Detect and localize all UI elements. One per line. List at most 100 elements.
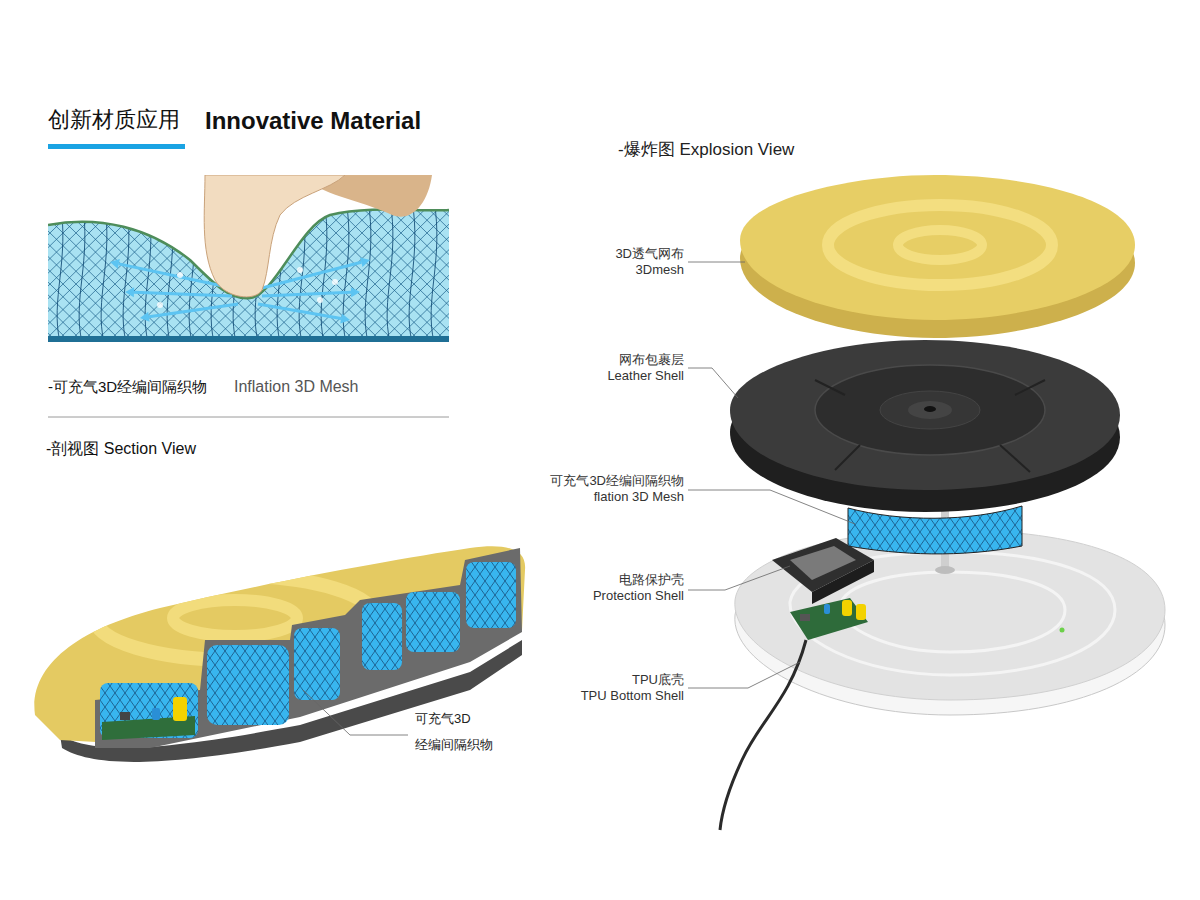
mesh-net-line bbox=[446, 175, 449, 342]
section-cushion bbox=[120, 712, 130, 720]
subsection-heading: -剖视图 Section View bbox=[46, 439, 196, 459]
part-label: 可充气3D经编间隔织物 bbox=[550, 473, 684, 489]
mesh-illustration bbox=[204, 175, 345, 297]
section-cushion bbox=[294, 628, 340, 700]
mesh-net-line bbox=[48, 175, 122, 342]
circuit-board bbox=[842, 600, 852, 616]
part-label: 可充气3D 经编间隔织物 bbox=[415, 706, 525, 758]
circuit-board bbox=[790, 598, 868, 640]
circuit-board bbox=[790, 598, 868, 640]
mesh-net-line bbox=[387, 200, 393, 342]
top-3d-mesh bbox=[828, 205, 1052, 285]
mesh-illustration bbox=[48, 175, 449, 342]
tpu-bottom-shell bbox=[1060, 628, 1065, 633]
mesh-net-line bbox=[57, 200, 63, 342]
leather-shell bbox=[730, 340, 1120, 490]
mesh-net-line bbox=[48, 175, 148, 342]
circuit-board bbox=[824, 604, 830, 614]
leather-shell bbox=[1000, 445, 1030, 472]
power-cable bbox=[720, 640, 806, 830]
airflow-arrow bbox=[360, 257, 370, 267]
mesh-net-line bbox=[186, 175, 356, 342]
mesh-net-line bbox=[48, 175, 148, 342]
leader-line bbox=[688, 662, 800, 688]
mesh-net-line bbox=[365, 200, 371, 342]
subsection-heading: Inflation 3D Mesh bbox=[234, 377, 359, 397]
part-label: 3D透气网布 bbox=[615, 246, 684, 262]
tpu-bottom-shell bbox=[840, 572, 1065, 652]
leather-shell bbox=[815, 365, 1045, 455]
leader-line bbox=[688, 566, 790, 590]
leather-shell bbox=[908, 401, 952, 419]
part-label: Leather Shell bbox=[607, 368, 684, 384]
mesh-net-line bbox=[277, 175, 447, 342]
part-label: 电路保护壳 bbox=[619, 572, 684, 588]
airflow-arrow bbox=[125, 287, 134, 297]
top-3d-mesh bbox=[740, 175, 1135, 338]
page-title: 创新材质应用 bbox=[48, 106, 180, 134]
part-label: 3Dmesh bbox=[636, 262, 684, 278]
air-bubble bbox=[202, 259, 208, 265]
section-cushion bbox=[406, 592, 460, 652]
leather-shell bbox=[730, 340, 1120, 554]
leather-shell bbox=[815, 380, 845, 395]
mesh-net-line bbox=[48, 175, 109, 342]
airflow-arrow bbox=[262, 262, 361, 288]
mesh-net-line bbox=[48, 175, 70, 342]
section-cushion bbox=[362, 603, 402, 670]
part-label: 网布包裹层 bbox=[619, 352, 684, 368]
mesh-net-line bbox=[290, 175, 449, 342]
mesh-net-line bbox=[431, 200, 437, 342]
mesh-net-line bbox=[277, 175, 447, 342]
air-bubble bbox=[297, 267, 303, 273]
top-3d-mesh bbox=[898, 230, 982, 260]
section-cushion bbox=[34, 546, 525, 762]
mesh-net-line bbox=[48, 175, 161, 342]
mesh-net-line bbox=[409, 200, 415, 342]
mesh-net-line bbox=[48, 175, 135, 342]
mesh-net-line bbox=[199, 175, 369, 342]
mesh-net-line bbox=[48, 175, 161, 342]
mesh-net-line bbox=[48, 175, 70, 342]
mesh-net-line bbox=[48, 175, 83, 342]
section-cushion bbox=[207, 645, 289, 725]
circuit-board bbox=[800, 614, 810, 621]
air-bubble bbox=[157, 302, 163, 308]
leader-line bbox=[303, 690, 408, 735]
top-3d-mesh bbox=[740, 175, 1135, 320]
tpu-bottom-shell bbox=[735, 530, 1165, 700]
airflow-arrow bbox=[351, 287, 360, 297]
mesh-net-line bbox=[48, 175, 135, 342]
leader-line bbox=[688, 262, 745, 263]
mesh-net-line bbox=[56, 175, 226, 342]
section-cushion bbox=[173, 600, 297, 636]
protection-shell bbox=[812, 560, 874, 604]
mesh-net-line bbox=[420, 175, 449, 342]
leader-line bbox=[688, 490, 855, 524]
mesh-net-line bbox=[420, 175, 449, 342]
leather-shell bbox=[880, 391, 980, 429]
separator-line bbox=[48, 417, 449, 418]
mesh-net-line bbox=[56, 175, 226, 342]
mesh-net-line bbox=[48, 175, 83, 342]
tpu-bottom-shell bbox=[935, 566, 955, 574]
mesh-net-line bbox=[48, 175, 109, 342]
leather-shell bbox=[848, 506, 1022, 554]
mesh-net-line bbox=[48, 175, 200, 342]
subsection-heading: -可充气3D经编间隔织物 bbox=[48, 378, 207, 397]
subsection-heading: -爆炸图 Explosion View bbox=[618, 139, 794, 160]
airflow-arrow bbox=[262, 292, 351, 296]
part-label: TPU底壳 bbox=[632, 672, 684, 688]
mesh-net-line bbox=[101, 200, 107, 342]
section-cushion bbox=[466, 562, 516, 628]
mesh-net-line bbox=[167, 200, 173, 342]
leather-shell bbox=[835, 445, 860, 470]
mesh-net-line bbox=[48, 175, 200, 342]
section-heading: Innovative Material bbox=[205, 106, 421, 136]
mesh-illustration bbox=[48, 175, 449, 342]
leather-shell bbox=[1015, 380, 1045, 395]
airflow-arrow bbox=[140, 312, 150, 322]
part-label: Protection Shell bbox=[593, 588, 684, 604]
circuit-board bbox=[856, 604, 866, 620]
